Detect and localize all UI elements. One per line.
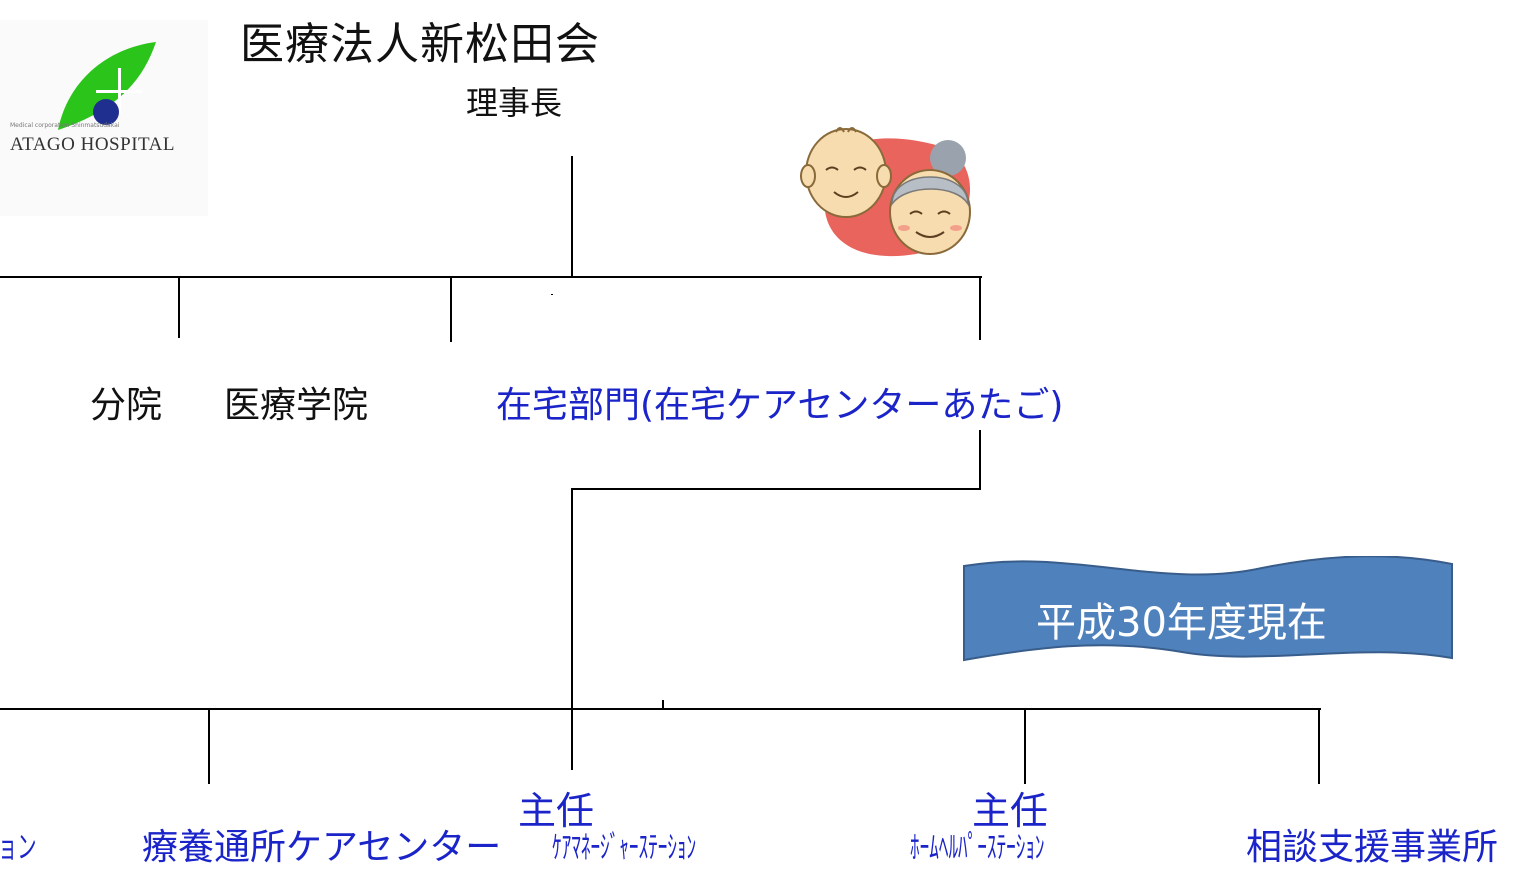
tick-mark-2 bbox=[662, 700, 664, 708]
logo-name: ATAGO HOSPITAL bbox=[10, 134, 175, 155]
connector-top-bus bbox=[0, 276, 982, 278]
unit-homehelper[interactable]: ﾎｰﾑﾍﾙﾊﾟｰｽﾃｰｼｮﾝ bbox=[910, 830, 1045, 866]
page-title: 医療法人新松田会 bbox=[240, 19, 600, 70]
connector-homehelper bbox=[1024, 708, 1026, 784]
logo-leaf-icon bbox=[58, 42, 156, 130]
connector-tsusho bbox=[208, 708, 210, 784]
connector-bunin bbox=[178, 276, 180, 338]
chief-label-caremanager: 主任 bbox=[518, 789, 595, 833]
unit-soudan[interactable]: 相談支援事業所 bbox=[1246, 827, 1499, 868]
connector-zaitaku-down bbox=[979, 430, 981, 490]
connector-bottom-bus bbox=[0, 708, 1321, 710]
chief-label-homehelper: 主任 bbox=[972, 789, 1049, 833]
unit-cut-left[interactable]: ョン bbox=[0, 830, 37, 866]
unit-caremanager[interactable]: ｹｱﾏﾈｰｼﾞｬｰｽﾃｰｼｮﾝ bbox=[552, 830, 697, 866]
connector-mid-bus bbox=[571, 488, 981, 490]
connector-chairman bbox=[571, 156, 573, 278]
chairman-label: 理事長 bbox=[466, 84, 563, 122]
unit-tsusho[interactable]: 療養通所ケアセンター bbox=[142, 827, 502, 868]
connector-gakuin bbox=[450, 276, 452, 342]
branch-bunin: 分院 bbox=[90, 385, 163, 426]
connector-zaitaku bbox=[979, 276, 981, 340]
elderly-couple-icon bbox=[800, 127, 971, 257]
connector-soudan bbox=[1318, 708, 1320, 784]
logo-small-text: Medical corporation Shinmatsudakai bbox=[10, 122, 120, 129]
year-banner-text: 平成30年度現在 bbox=[1036, 600, 1327, 646]
year-banner-shape bbox=[963, 556, 1453, 662]
branch-zaitaku[interactable]: 在宅部門(在宅ケアセンターあたご) bbox=[496, 385, 1064, 426]
tick-mark bbox=[551, 294, 553, 295]
atago-hospital-logo bbox=[0, 20, 208, 216]
branch-gakuin: 医療学院 bbox=[224, 385, 369, 426]
connector-caremanager bbox=[571, 708, 573, 770]
connector-units bbox=[571, 488, 573, 770]
